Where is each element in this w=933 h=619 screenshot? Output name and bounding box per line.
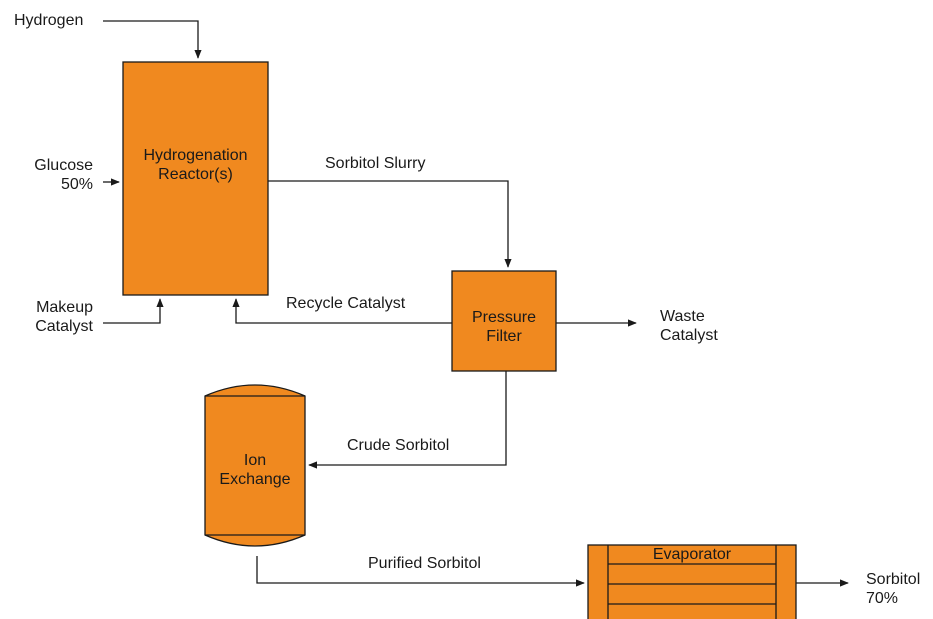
crude-sorbitol-label: Crude Sorbitol xyxy=(347,437,450,454)
crude-sorbitol-stream xyxy=(308,371,507,469)
pressure-filter-label-line2: Filter xyxy=(486,328,522,345)
ion-exchange-label-line2: Exchange xyxy=(219,471,291,488)
reactor-label-line1: Hydrogenation xyxy=(143,147,248,164)
hydrogenation-reactor xyxy=(122,61,269,296)
makeup-catalyst-label: Makeup Catalyst xyxy=(10,298,93,336)
makeup-catalyst-label-line1: Makeup xyxy=(36,299,93,316)
sorbitol-product-label-line1: Sorbitol xyxy=(866,571,921,588)
reactor-label: Hydrogenation Reactor(s) xyxy=(123,146,268,184)
pressure-filter xyxy=(451,270,557,372)
ion-exchange-label-line1: Ion xyxy=(243,452,267,469)
recycle-catalyst-label: Recycle Catalyst xyxy=(286,295,406,312)
sorbitol-slurry-label: Sorbitol Slurry xyxy=(325,155,426,172)
evaporator-label: Evaporator xyxy=(652,546,732,563)
hydrogen-label: Hydrogen xyxy=(14,12,84,29)
waste-catalyst-label-line1: Waste xyxy=(660,308,705,325)
makeup-catalyst-stream xyxy=(103,298,164,324)
evaporator xyxy=(587,544,797,619)
makeup-catalyst-label-line2: Catalyst xyxy=(35,318,93,335)
sorbitol-product-label-line2: 70% xyxy=(866,590,899,607)
purified-sorbitol-label: Purified Sorbitol xyxy=(368,555,481,572)
glucose-label: Glucose 50% xyxy=(10,156,93,194)
pressure-filter-label: Pressure Filter xyxy=(452,308,556,346)
glucose-label-line1: Glucose xyxy=(34,157,93,174)
waste-catalyst-label-line2: Catalyst xyxy=(660,327,718,344)
recycle-catalyst-stream xyxy=(232,298,452,324)
sorbitol-product-label: Sorbitol 70% xyxy=(866,570,920,608)
hydrogen-stream xyxy=(103,20,202,59)
glucose-label-line2: 50% xyxy=(60,176,93,193)
ion-exchange-label: Ion Exchange xyxy=(205,451,305,489)
pressure-filter-label-line1: Pressure xyxy=(471,309,537,326)
waste-catalyst-label: Waste Catalyst xyxy=(660,307,718,345)
sorbitol-slurry-stream xyxy=(268,180,512,268)
purified-sorbitol-stream xyxy=(256,556,585,587)
reactor-label-line2: Reactor(s) xyxy=(158,166,233,183)
